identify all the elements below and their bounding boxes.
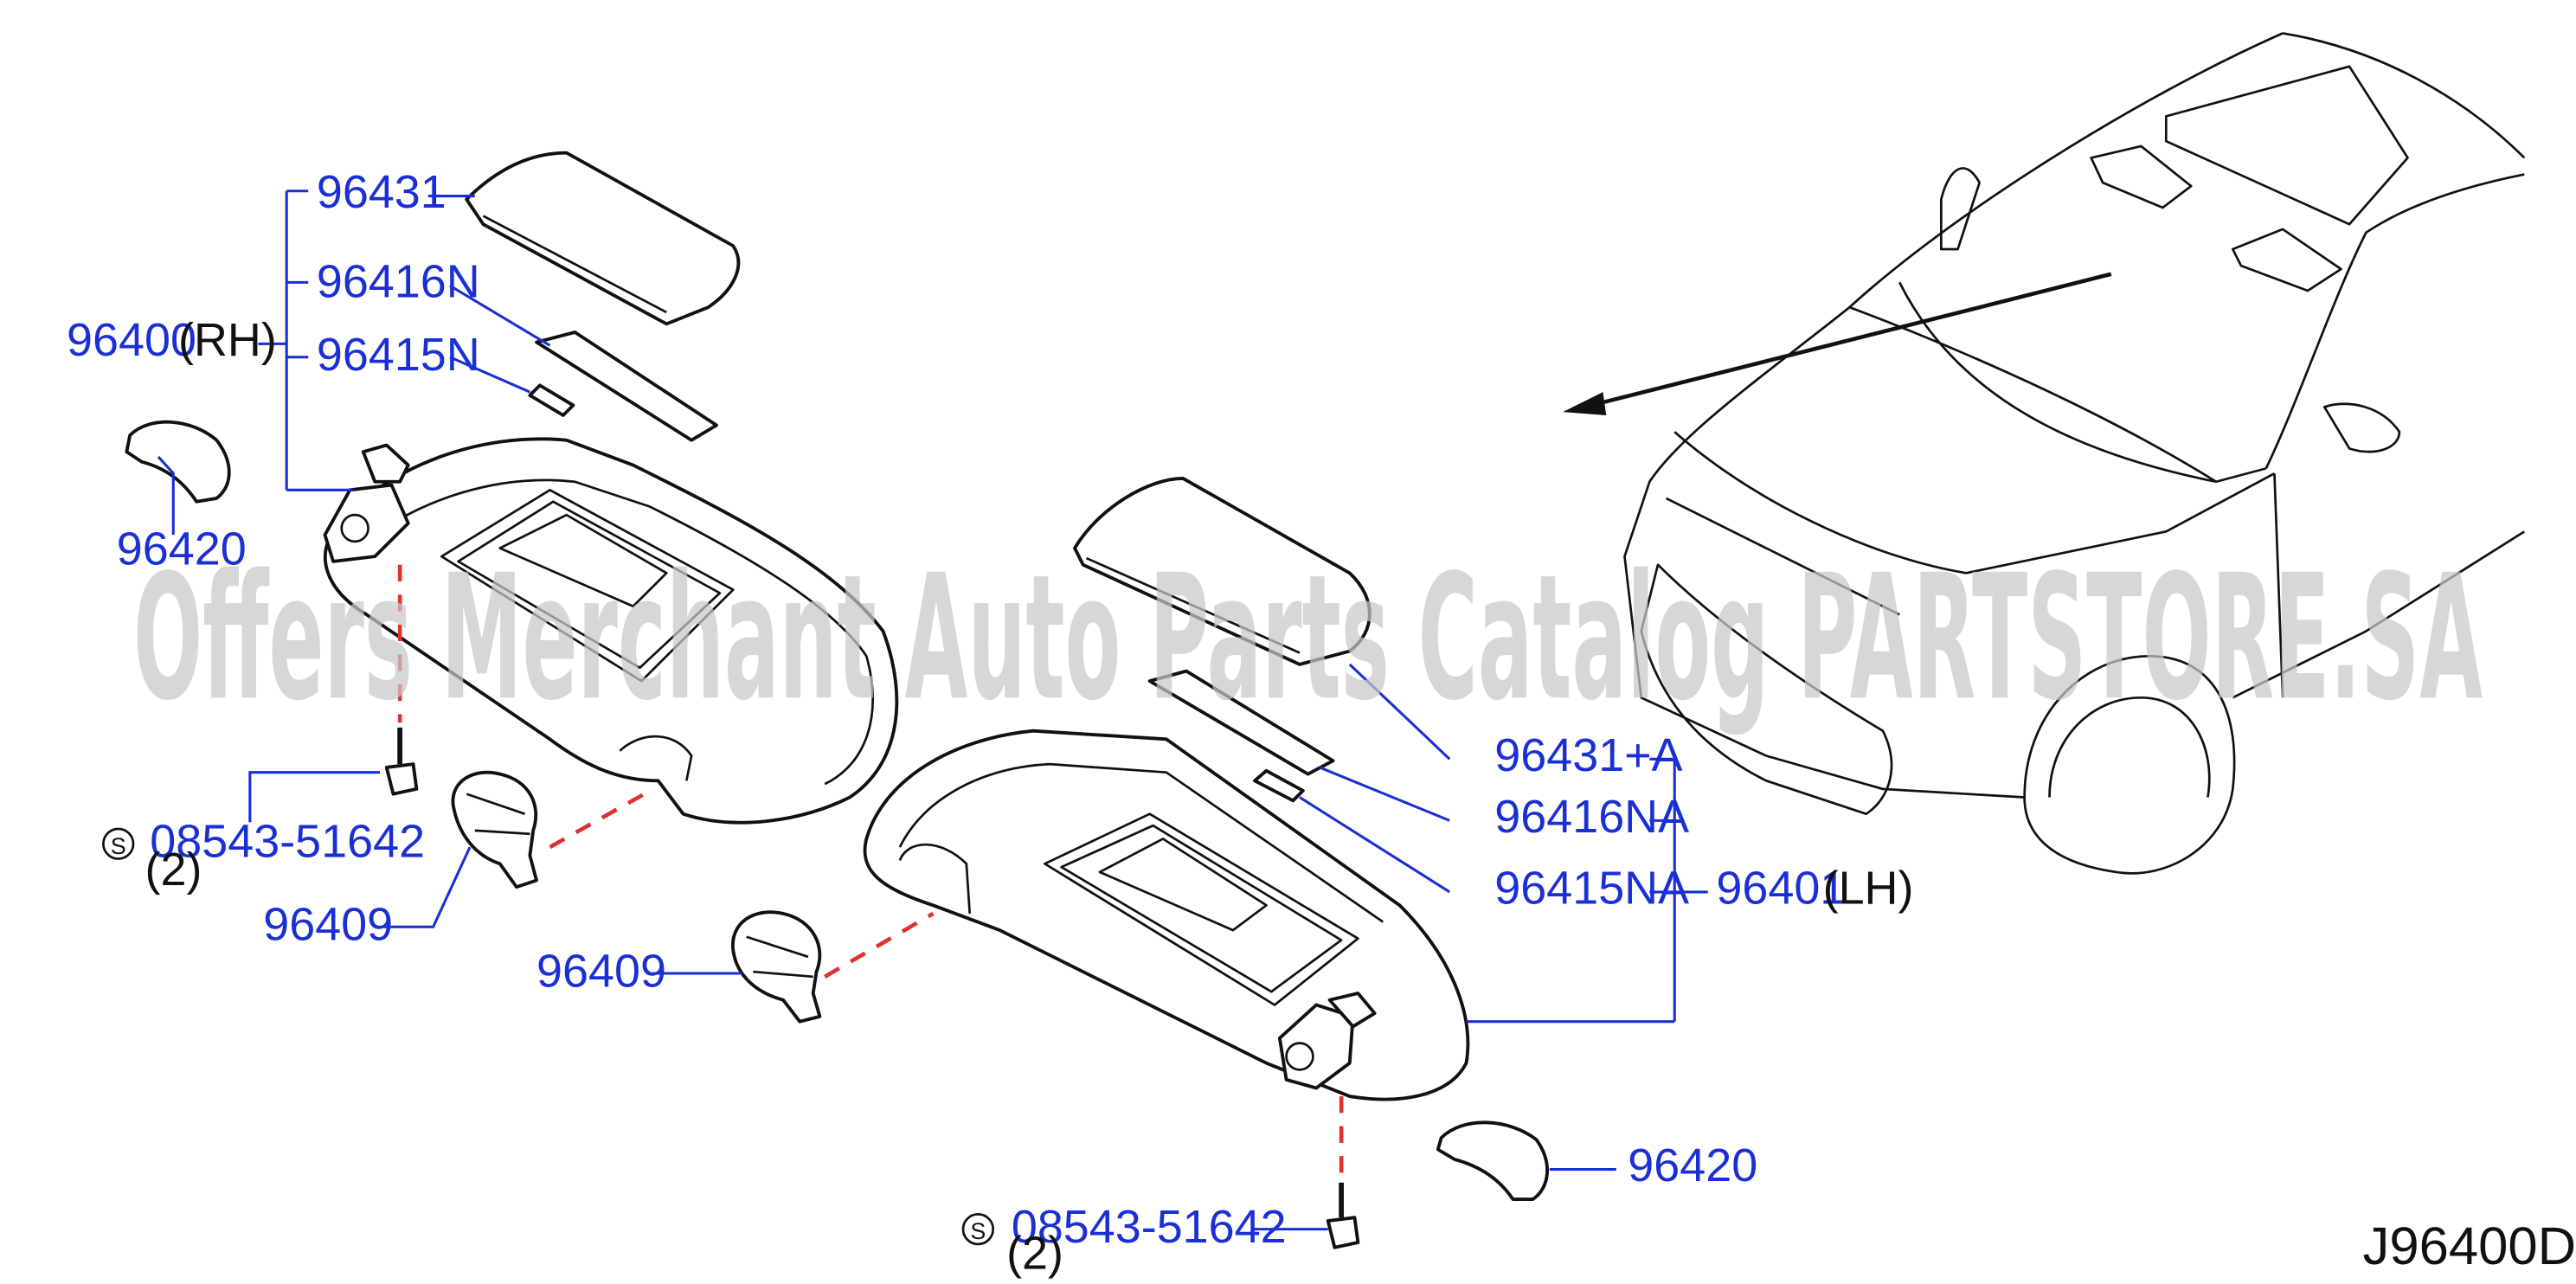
- vehicle-illustration: [1623, 32, 2526, 875]
- lh-sunvisor-drawing: [731, 476, 1549, 1249]
- svg-text:S: S: [970, 1218, 986, 1244]
- lh-cover-callout[interactable]: 96431+A: [1494, 729, 1682, 781]
- lh-screw-callout[interactable]: 08543-51642: [1012, 1201, 1287, 1253]
- lh-side-label: (LH): [1823, 862, 1914, 914]
- rh-sunvisor-drawing: [125, 151, 899, 889]
- lh-clip-callout[interactable]: 96409: [536, 945, 666, 997]
- diagram-code: J96400DY: [2363, 1217, 2576, 1276]
- rh-screw-callout[interactable]: 08543-51642: [150, 816, 425, 868]
- callout-leaders: [157, 189, 1708, 1231]
- lh-screw-symbol: S: [961, 1213, 995, 1246]
- rh-lamp-callout[interactable]: 96415N: [317, 329, 480, 381]
- rh-screw-symbol: S: [102, 827, 135, 860]
- lh-assembly-callout[interactable]: 96401: [1716, 862, 1846, 914]
- rh-screw-qty: (2): [145, 844, 202, 896]
- lh-holder-cover-callout[interactable]: 96420: [1628, 1140, 1757, 1191]
- rh-mirror-label-callout[interactable]: 96416N: [317, 256, 480, 308]
- lh-lamp-callout[interactable]: 96415NA: [1494, 862, 1689, 914]
- svg-text:S: S: [111, 833, 126, 859]
- lh-screw-qty: (2): [1006, 1228, 1063, 1280]
- watermark-text: Offers Merchant Auto Parts Catalog PARTS…: [133, 538, 2483, 740]
- rh-assembly-callout[interactable]: 96400: [67, 314, 196, 366]
- rh-side-label: (RH): [178, 314, 277, 366]
- direction-arrow: [1563, 272, 2112, 415]
- lh-mirror-label-callout[interactable]: 96416NA: [1494, 791, 1689, 843]
- rh-clip-callout[interactable]: 96409: [263, 899, 393, 951]
- rh-holder-cover-callout[interactable]: 96420: [117, 523, 247, 575]
- rh-cover-callout[interactable]: 96431: [317, 166, 446, 218]
